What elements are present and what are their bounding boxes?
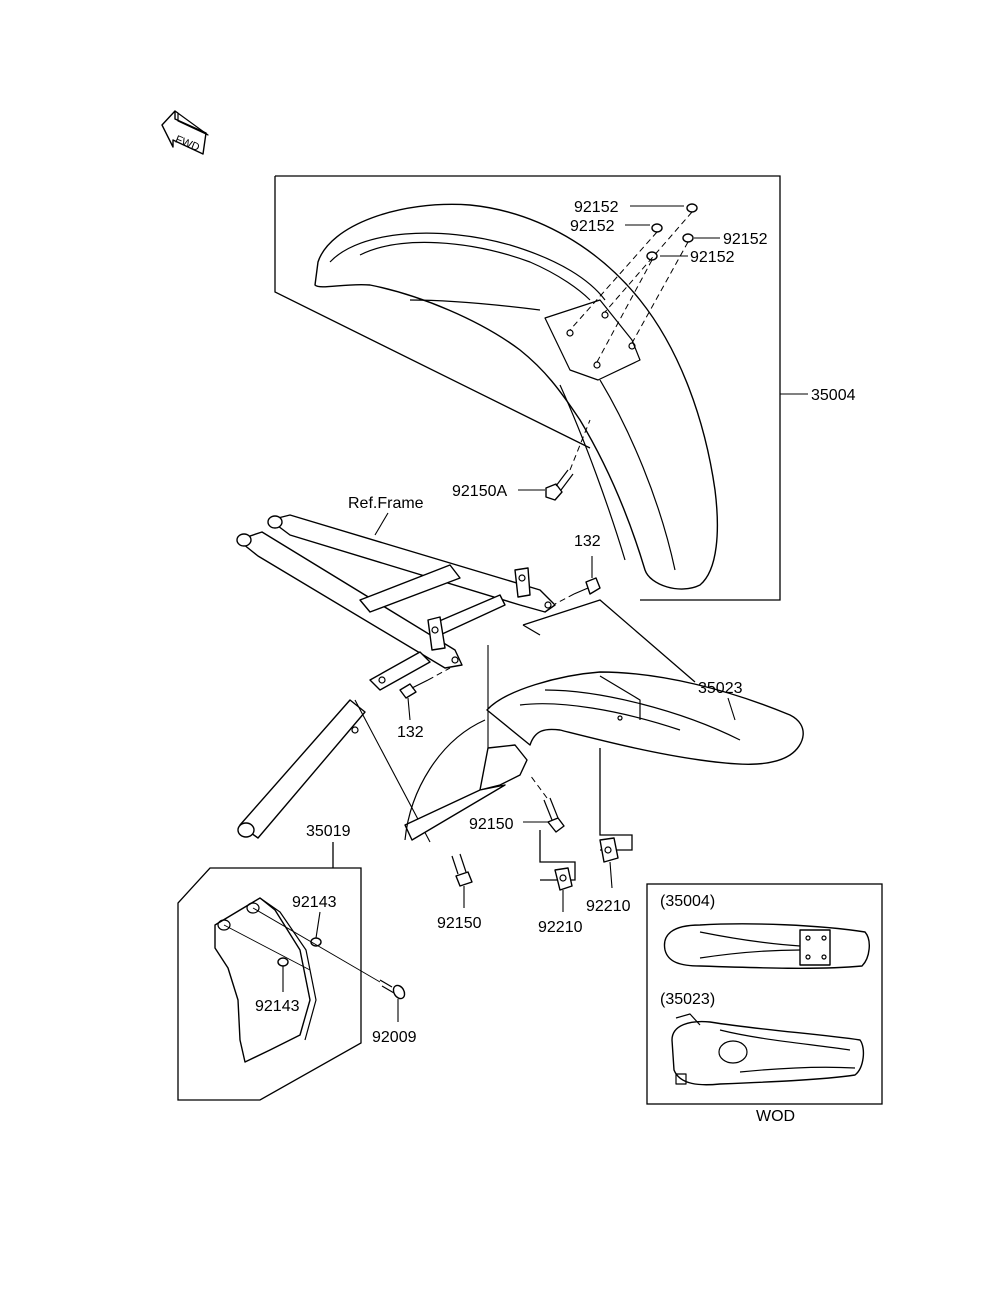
callout-92152-c: 92152 xyxy=(723,231,768,248)
inset-label-35004: (35004) xyxy=(660,893,715,910)
callout-92210-a: 92210 xyxy=(538,919,583,936)
nut-92210-a xyxy=(554,867,573,891)
front-fender xyxy=(314,203,719,590)
callout-92150-a: 92150 xyxy=(469,816,514,833)
bolt-92150-b xyxy=(451,853,473,887)
bolt-92150-a xyxy=(543,797,565,833)
callout-92150-b: 92150 xyxy=(437,915,482,932)
inset-caption: WOD xyxy=(756,1108,795,1125)
washers-92152 xyxy=(646,203,698,261)
callout-92150A: 92150A xyxy=(452,483,507,500)
flap-washers-92143 xyxy=(277,937,322,967)
fwd-arrow-icon: FWD xyxy=(161,110,209,155)
flap-screw-92009 xyxy=(379,979,406,1000)
callout-92210-b: 92210 xyxy=(586,898,631,915)
front-fender-group-box-side xyxy=(274,176,591,449)
flap-group-box xyxy=(177,842,362,1101)
callout-92143-b: 92143 xyxy=(255,998,300,1015)
callout-35004: 35004 xyxy=(811,387,856,404)
callout-92152-b: 92152 xyxy=(570,218,615,235)
callout-35023: 35023 xyxy=(698,680,743,697)
callout-92143-a: 92143 xyxy=(292,894,337,911)
inset-rear-fender xyxy=(671,1013,865,1086)
mud-flap xyxy=(214,897,317,1063)
callout-132-top: 132 xyxy=(574,533,601,550)
callout-92152-a: 92152 xyxy=(574,199,619,216)
bolt-132-bottom xyxy=(399,679,429,699)
rear-fender-region xyxy=(522,599,696,683)
rear-fender xyxy=(404,671,804,841)
callout-132-bottom: 132 xyxy=(397,724,424,741)
front-fender-group-box xyxy=(275,175,781,601)
bolt-132-top xyxy=(573,577,601,595)
callout-92152-d: 92152 xyxy=(690,249,735,266)
rear-subframe xyxy=(236,514,556,839)
front-fender-bolt xyxy=(545,469,574,501)
inset-front-fender xyxy=(663,923,870,969)
callout-ref-frame: Ref.Frame xyxy=(348,495,424,512)
callout-92009: 92009 xyxy=(372,1029,417,1046)
nut-92210-b xyxy=(599,837,619,863)
callout-35019: 35019 xyxy=(306,823,351,840)
inset-box xyxy=(646,883,883,1105)
inset-label-35023: (35023) xyxy=(660,991,715,1008)
